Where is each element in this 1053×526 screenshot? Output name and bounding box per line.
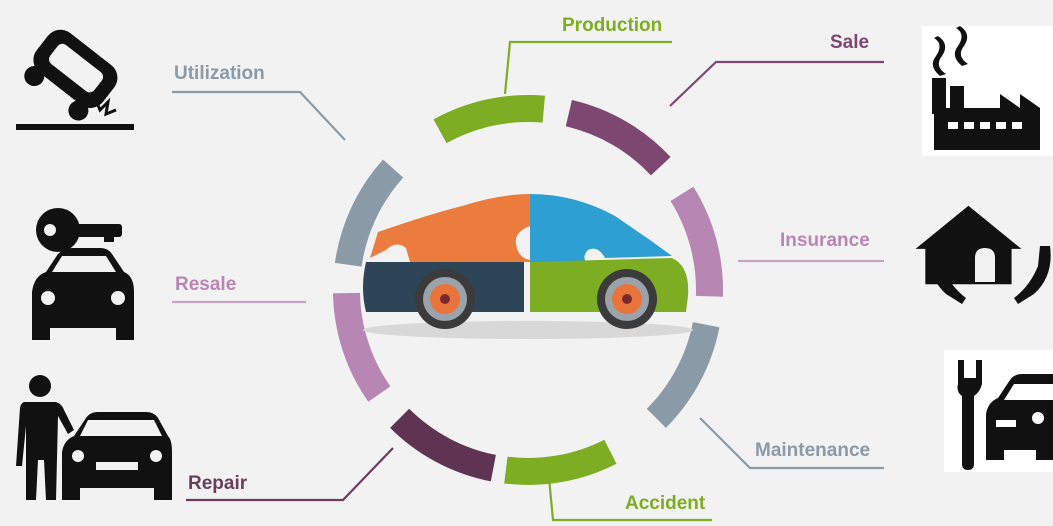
ring-segment-production [433,94,545,144]
stage-label-utilization: Utilization [174,63,265,84]
stage-label-accident: Accident [625,493,706,514]
utilization-connector [172,90,346,141]
ring-segment-maintenance [646,322,720,428]
ring-segment-resale [333,292,391,402]
stage-label-insurance: Insurance [780,230,870,251]
wrench-car-icon [944,350,1053,472]
stage-label-resale: Resale [175,274,236,295]
left-wheel [415,269,475,329]
ring-segment-utilization [334,159,404,267]
ring-segment-sale [565,100,671,176]
stage-label-sale: Sale [830,32,869,53]
production-connector [503,40,672,95]
ring-segment-repair [390,408,496,482]
stage-label-repair: Repair [188,473,248,494]
house-hands-icon [915,205,1051,304]
connector-lines [172,40,884,522]
key-car-icon [32,208,134,340]
right-wheel [597,269,657,329]
orange-puzzle-piece [370,194,530,262]
lifecycle-ring [333,94,724,485]
factory-icon [922,26,1053,156]
ring-segment-insurance [670,186,724,297]
maintenance-connector [699,417,884,470]
stage-label-maintenance: Maintenance [755,440,870,461]
stage-label-production: Production [562,15,662,36]
ring-segment-accident [504,439,617,485]
sale-connector [669,60,884,107]
puzzle-car-illustration [363,194,693,339]
person-car-icon [16,375,172,500]
crashed-car-icon [16,29,134,130]
blue-puzzle-piece [530,194,672,262]
repair-connector [186,447,394,502]
accident-connector [547,477,712,522]
